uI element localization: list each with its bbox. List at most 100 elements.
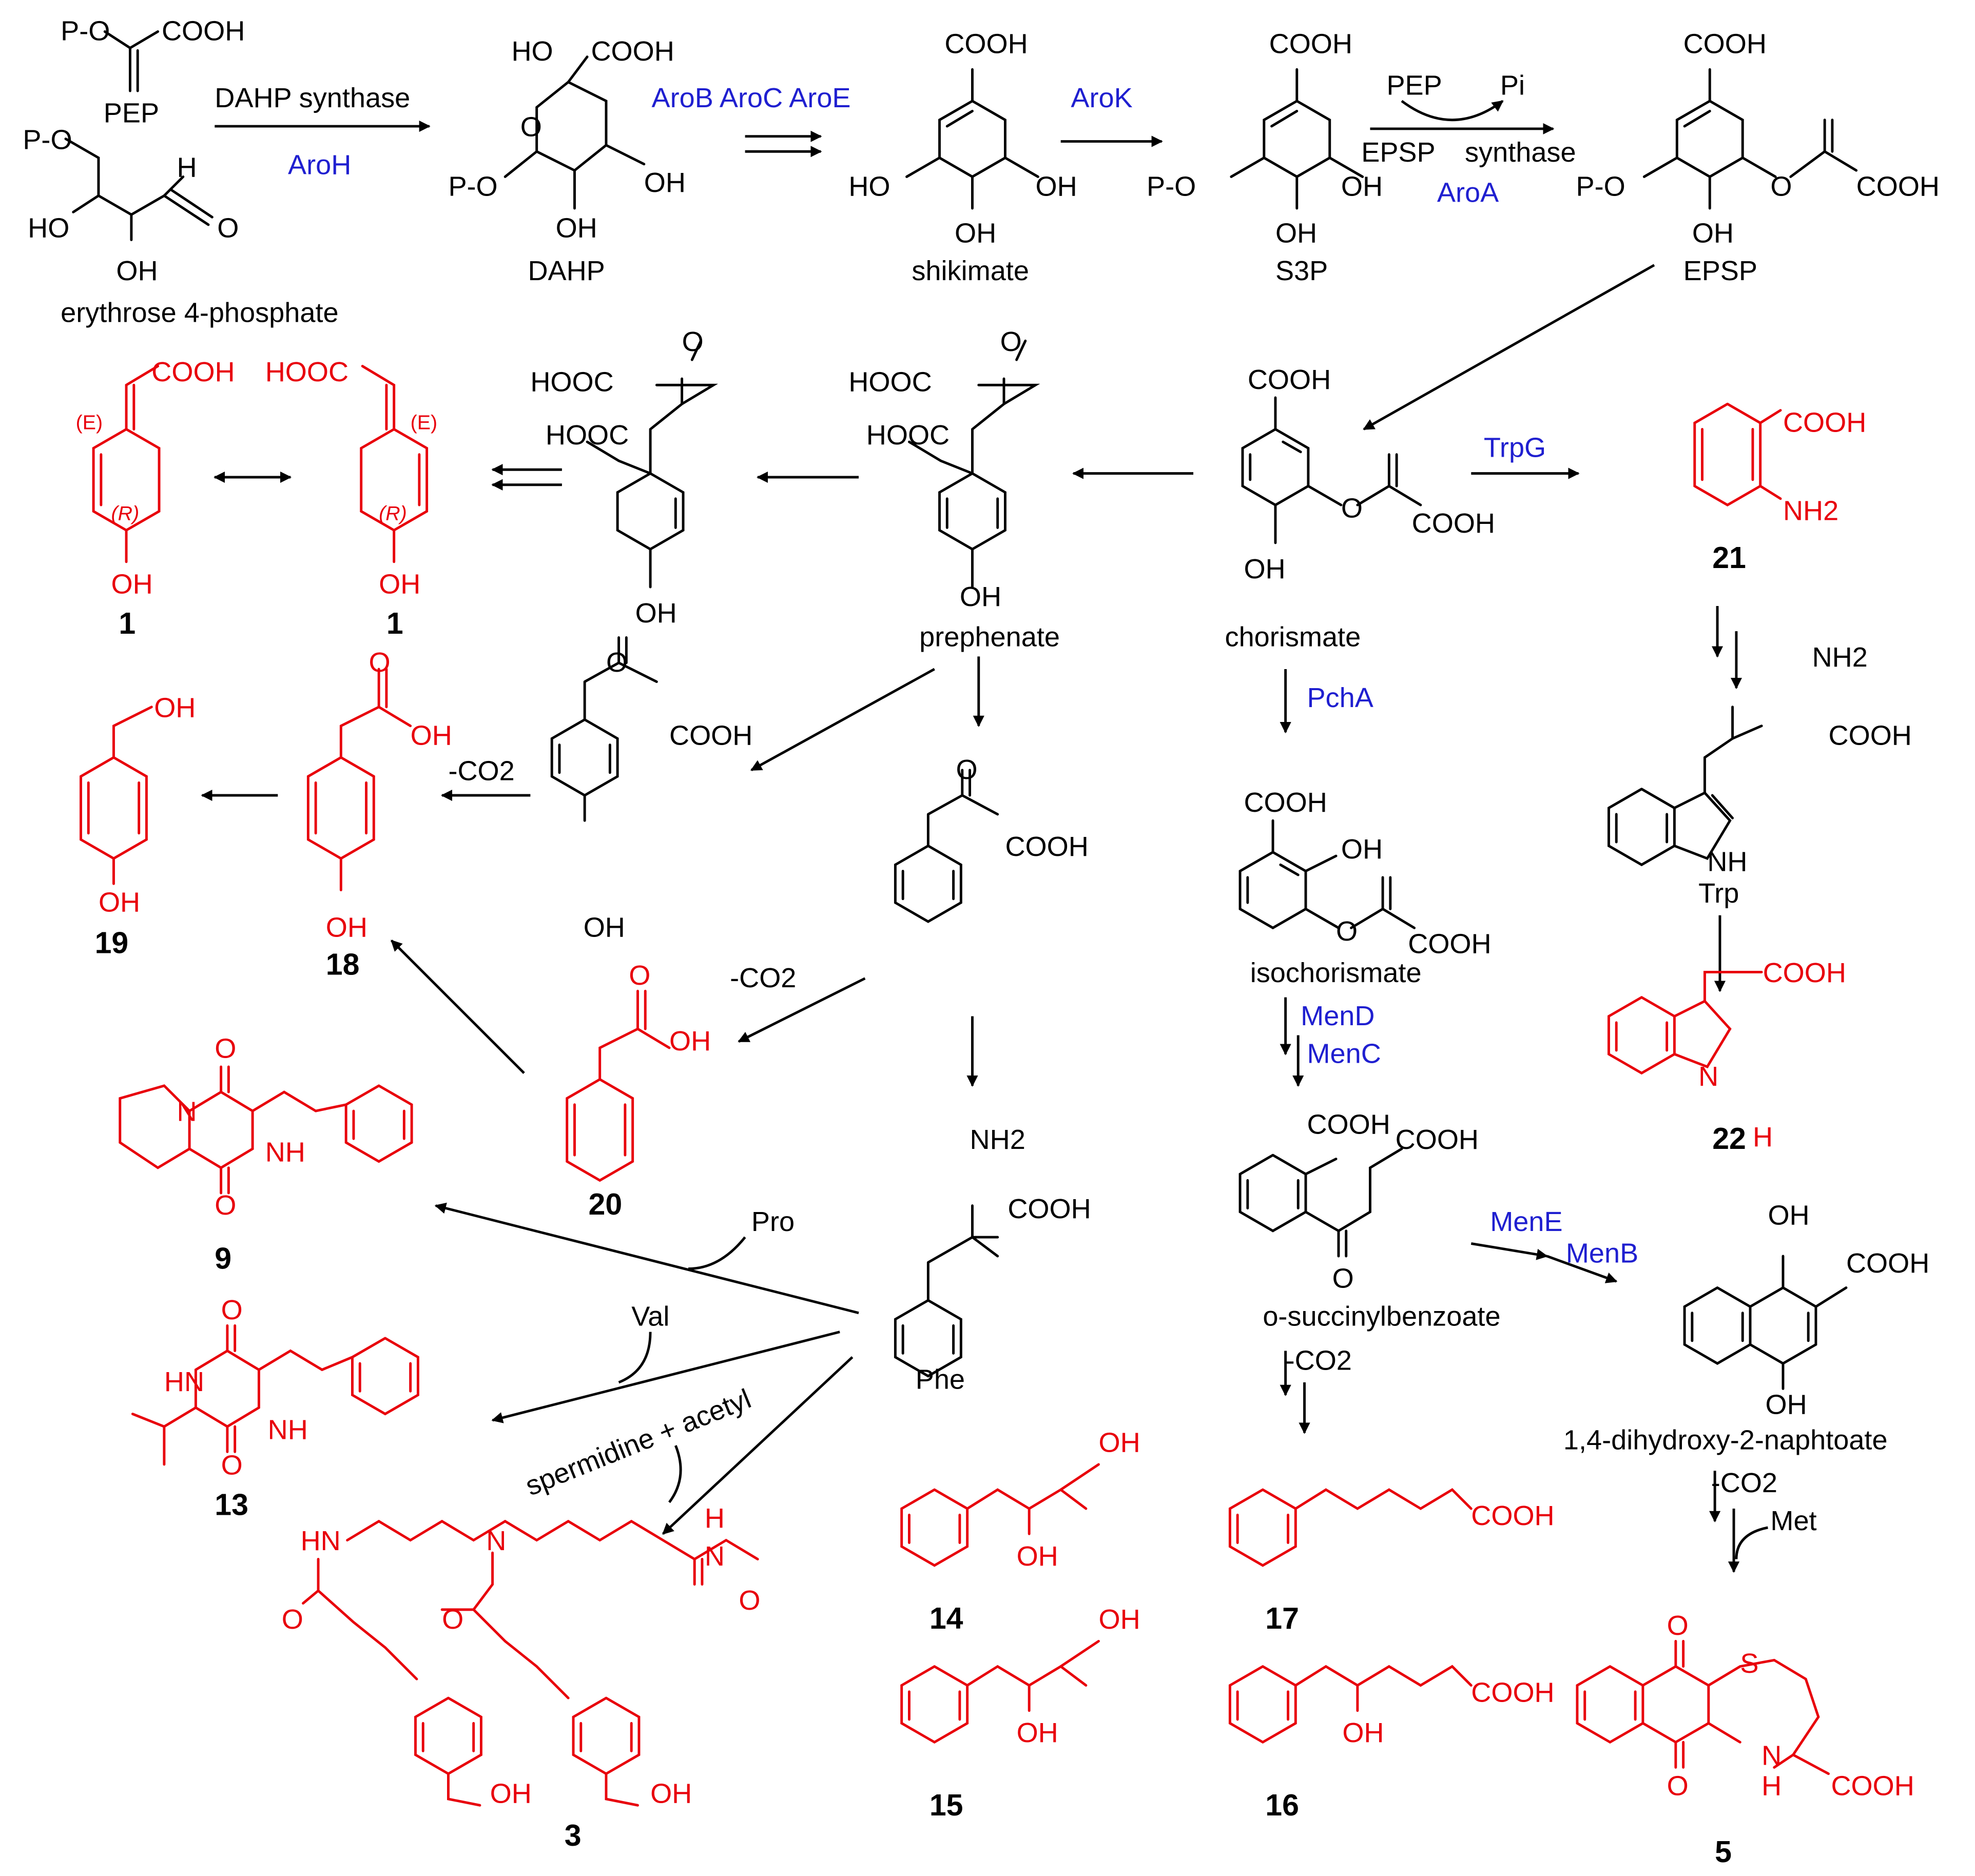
label-trp-nh: NH: [1707, 847, 1747, 877]
label-hpp-cooh: COOH: [669, 720, 752, 751]
arrow-epsp-chorismate: [1363, 264, 1655, 431]
label-pep-cooh: COOH: [162, 16, 245, 47]
compound-number-9: 9: [215, 1242, 231, 1276]
label-e4p-o: O: [217, 213, 239, 244]
enzyme-trpg: TrpG: [1484, 433, 1546, 463]
c16-oh: OH: [1342, 1717, 1384, 1748]
label-shik-ho: HO: [848, 171, 890, 202]
red-labels: COOH (E) (R) OH HOOC (E) (R) OH COOH NH2…: [76, 357, 1914, 1809]
c1b-oh: OH: [379, 569, 420, 599]
enzyme-aroh: AroH: [288, 150, 351, 181]
compound-number-5: 5: [1715, 1835, 1732, 1869]
c1a-e: (E): [76, 412, 103, 434]
label-val: Val: [631, 1301, 669, 1332]
arrow-met-curve: [1735, 1526, 1768, 1559]
enzyme-menb: MenB: [1566, 1238, 1638, 1268]
label-cho-cooh-top: COOH: [1248, 364, 1331, 395]
c5-o-bottom: O: [1667, 1771, 1689, 1802]
c5-n: N: [1761, 1740, 1782, 1771]
arrow-pro-curve: [688, 1236, 746, 1271]
label-trp-cooh: COOH: [1829, 720, 1912, 751]
label-s3p: S3P: [1275, 256, 1328, 286]
label-shik-cooh: COOH: [944, 28, 1028, 59]
label-epsp-oh: OH: [1692, 218, 1734, 248]
c13-hn: HN: [164, 1366, 204, 1397]
c3-nh-n: N: [705, 1541, 725, 1572]
label-epsp-cooh-right: COOH: [1856, 171, 1940, 202]
c15-oh: OH: [1017, 1717, 1058, 1748]
label-prephenate: prephenate: [919, 622, 1060, 653]
c18-oh-acid: OH: [411, 720, 452, 751]
c1a-cooh: COOH: [151, 357, 235, 387]
label-trp: Trp: [1698, 878, 1739, 909]
black-bonds: [64, 30, 1858, 1390]
arrow-pep-pi-curve: [1401, 100, 1504, 122]
arrow-ppy-20: [738, 977, 866, 1043]
arrow-osb-dhna-b: [1546, 1255, 1618, 1283]
compound-number-16: 16: [1265, 1788, 1299, 1822]
c22-cooh: COOH: [1763, 957, 1846, 988]
label-hpp-o: O: [606, 647, 628, 678]
label-shik-oh-right: OH: [1035, 171, 1077, 202]
label-cho-cooh-right: COOH: [1412, 508, 1495, 539]
c5-h: H: [1761, 1771, 1782, 1802]
label-trp-nh2: NH2: [1812, 642, 1868, 673]
label-e4p-po: P-O: [23, 124, 72, 155]
label-hpp-oh: OH: [584, 912, 625, 943]
arrow-20-18: [391, 940, 525, 1074]
label-int1-hooc-top: HOOC: [530, 367, 613, 398]
c5-cooh: COOH: [1831, 1771, 1914, 1802]
c14-oh-top: OH: [1099, 1427, 1140, 1458]
label-minus-co2-a: -CO2: [448, 755, 514, 786]
enzyme-arob-aroc-aroe: AroB AroC AroE: [652, 83, 851, 113]
c18-oh: OH: [326, 912, 367, 943]
label-chorismate: chorismate: [1225, 622, 1361, 653]
label-dahp-oh-right: OH: [644, 167, 686, 198]
c13-o-bottom: O: [221, 1450, 243, 1481]
c3-hn: HN: [301, 1526, 341, 1556]
label-int1-o: O: [682, 326, 704, 357]
label-int1-hooc: HOOC: [546, 420, 629, 451]
label-minus-co2-b: -CO2: [730, 963, 796, 993]
c22-n: N: [1698, 1061, 1718, 1092]
c1a-r: (R): [111, 502, 140, 525]
c19-oh-bottom: OH: [99, 887, 140, 917]
c22-h: H: [1753, 1122, 1773, 1152]
c3-oh-b: OH: [650, 1778, 692, 1809]
arrow-sperm-curve: [668, 1445, 682, 1503]
label-dahp-synthase: DAHP synthase: [215, 83, 410, 113]
label-minus-co2-c: -CO2: [1286, 1345, 1352, 1376]
enzyme-mend: MenD: [1301, 1001, 1374, 1031]
c1b-r: (R): [379, 502, 407, 525]
label-met: Met: [1770, 1506, 1816, 1536]
label-epsp: EPSP: [1683, 256, 1757, 286]
label-pre-oh: OH: [960, 581, 1001, 612]
c20-oh: OH: [669, 1026, 711, 1057]
label-isochorismate: isochorismate: [1250, 957, 1422, 988]
label-minus-co2-d: -CO2: [1711, 1468, 1777, 1498]
label-isc-cooh-right: COOH: [1408, 929, 1491, 960]
label-s3p-cooh: COOH: [1269, 28, 1352, 59]
c3-oh-a: OH: [490, 1778, 532, 1809]
label-dahp-po: P-O: [448, 171, 497, 202]
label-dahp-ho: HO: [511, 36, 553, 67]
label-epsp-cooh-top: COOH: [1683, 28, 1767, 59]
c1b-e: (E): [411, 412, 437, 434]
compound-number-19: 19: [95, 926, 129, 960]
label-shikimate: shikimate: [912, 256, 1029, 286]
label-phe: Phe: [916, 1364, 965, 1395]
label-pep: PEP: [104, 98, 159, 129]
compound-number-3: 3: [565, 1819, 582, 1852]
c9-o-top: O: [215, 1033, 236, 1064]
red-bonds: [80, 365, 1830, 1807]
label-osb-o: O: [1332, 1263, 1354, 1294]
label-s3p-oh-bottom: OH: [1275, 218, 1317, 248]
compound-number-15: 15: [930, 1788, 963, 1822]
label-dahp-oh-bottom: OH: [556, 213, 597, 244]
enzyme-labels: AroH AroB AroC AroE AroK AroA TrpG PchA …: [288, 83, 1638, 1268]
arrow-prephenate-hpp: [750, 668, 935, 771]
compound-number-14: 14: [930, 1601, 963, 1635]
label-shik-oh-bottom: OH: [955, 218, 996, 248]
c3-o-c: O: [739, 1585, 760, 1616]
label-pre-o: O: [1000, 326, 1022, 357]
